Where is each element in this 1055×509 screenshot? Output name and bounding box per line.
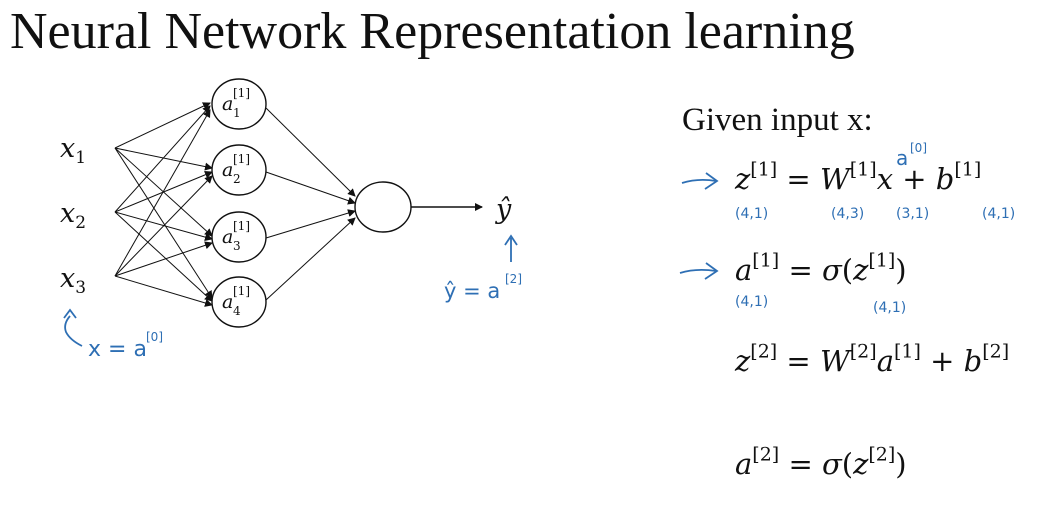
hidden-node-3: a [1] 3 [211, 211, 267, 263]
hidden-node-2: a [1] 2 [211, 144, 267, 196]
output-node [354, 181, 412, 233]
svg-text:[1]: [1] [233, 284, 250, 298]
svg-text:a: a [222, 226, 233, 248]
equation-a1: a[1] = σ(z[1]) [735, 249, 907, 287]
input-x1: x1 [60, 133, 86, 168]
handwritten-yhat-annotation: ŷ = a [2] [444, 234, 522, 303]
svg-text:4: 4 [233, 304, 241, 318]
svg-text:1: 1 [233, 106, 241, 120]
edge-x3-a3 [114, 241, 213, 277]
edge-a2-out [265, 171, 356, 205]
equation-z1: z[1] = W[1]x + b[1] [735, 158, 982, 196]
dim-z1-arg: (4,1) [873, 300, 906, 316]
svg-text:ŷ = a: ŷ = a [444, 279, 500, 303]
svg-text:3: 3 [233, 239, 241, 253]
edge-a1-out [265, 107, 356, 197]
input-x3: x3 [60, 263, 86, 298]
hidden-node-1: a [1] 1 [211, 78, 267, 130]
given-input-label: Given input x: [682, 102, 873, 138]
handwritten-x-annotation: x = a [0] [63, 308, 163, 362]
hidden-output-connections [265, 107, 483, 301]
svg-text:[1]: [1] [233, 152, 250, 166]
edge-x3-a2 [114, 175, 213, 277]
hidden-node-4: a [1] 4 [211, 276, 267, 328]
handwritten-arrow-eq2 [679, 262, 719, 280]
svg-text:x = a: x = a [88, 337, 147, 362]
edge-a3-out [265, 209, 356, 239]
overwrite-a-sup: [0] [910, 141, 927, 155]
slide-title: Neural Network Representation learning [10, 3, 855, 60]
equation-a2: a[2] = σ(z[2]) [735, 443, 907, 481]
dim-x: (3,1) [896, 206, 929, 222]
svg-text:a: a [222, 93, 233, 115]
dim-b1: (4,1) [982, 206, 1015, 222]
svg-text:[0]: [0] [146, 330, 163, 344]
handwritten-dimensions: (4,1) (4,3) (3,1) (4,1) (4,1) (4,1) a [0… [735, 141, 1015, 316]
output-y-hat: ŷ [495, 194, 512, 225]
handwritten-arrow-eq1 [681, 172, 719, 190]
edge-x1-a1 [114, 102, 211, 149]
edge-x3-a1 [114, 109, 211, 277]
svg-text:a: a [222, 159, 233, 181]
edge-x2-a4 [114, 211, 213, 302]
edge-x2-a1 [114, 105, 211, 213]
edge-x1-a4 [114, 147, 213, 299]
equation-z2: z[2] = W[2]a[1] + b[2] [735, 340, 1010, 378]
svg-text:[1]: [1] [233, 219, 250, 233]
input-hidden-connections [114, 102, 213, 307]
dim-w1: (4,3) [831, 206, 864, 222]
svg-text:[2]: [2] [505, 272, 522, 286]
input-x2: x2 [60, 198, 86, 233]
dim-z1: (4,1) [735, 206, 768, 222]
overwrite-a: a [896, 146, 908, 170]
edge-a4-out [265, 217, 356, 301]
dim-a1: (4,1) [735, 294, 768, 310]
svg-text:a: a [222, 291, 233, 313]
edge-x3-a4 [114, 275, 213, 307]
svg-text:2: 2 [233, 172, 241, 186]
svg-text:[1]: [1] [233, 86, 250, 100]
hidden-layer: a [1] 1 a [1] 2 a [1] 3 a [1] 4 [211, 78, 267, 328]
